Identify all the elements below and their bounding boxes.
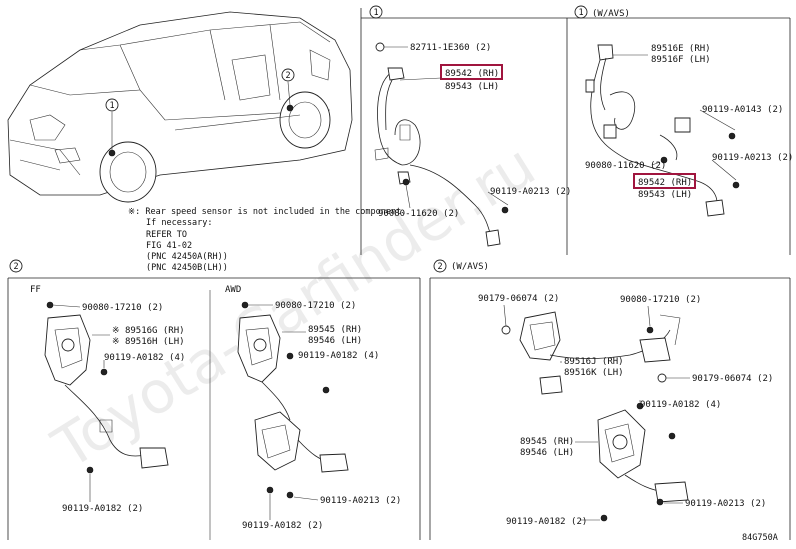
part-89516h-lh: ※ 89516H (LH) xyxy=(112,337,185,347)
section-top-right: 1 (W/AVS) 89516E (RH) 89516F (LH) 90119-… xyxy=(574,5,793,217)
section-bottom-right: 2 (W/AVS) 90179-06074 (2) 90080-17210 (2… xyxy=(433,259,778,543)
part-90119-a0182-2-awd: 90119-A0182 (2) xyxy=(242,521,323,531)
highlight-89542-rh-right xyxy=(633,173,696,189)
highlight-89542-rh xyxy=(440,64,503,80)
figure-code: 84G750A xyxy=(742,533,778,543)
part-90080-17210-awd: 90080-17210 (2) xyxy=(275,301,356,311)
section-frames xyxy=(7,8,791,540)
part-90119-a0182-2-ff: 90119-A0182 (2) xyxy=(62,504,143,514)
tag-bottom-right: (W/AVS) xyxy=(451,262,489,272)
note-line-6: (PNC 42450B(LH)) xyxy=(146,263,228,273)
part-89543-lh: 89543 (LH) xyxy=(445,82,499,92)
tag-ff: FF xyxy=(30,285,41,295)
callout-top-mid: 1 xyxy=(374,8,379,18)
note-line-3: REFER TO xyxy=(146,230,187,240)
section-bottom-left: 2 FF AWD 90080-17210 (2) ※ 89516G (RH) ※… xyxy=(9,259,401,531)
part-90119-a0182-4-ff: 90119-A0182 (4) xyxy=(104,353,185,363)
note-line-4: FIG 41-02 xyxy=(146,241,192,251)
part-89516j-rh: 89516J (RH) xyxy=(564,357,624,367)
section-top-mid: 1 82711-1E360 (2) 89542 (RH) 89543 (LH) … xyxy=(369,5,571,247)
part-89516e-rh: 89516E (RH) xyxy=(651,44,711,54)
part-89542-rh: 89542 (RH) xyxy=(445,69,499,79)
part-90119-a0182-4-awd: 90119-A0182 (4) xyxy=(298,351,379,361)
part-90080-11620-right: 90080-11620 (2) xyxy=(585,161,666,171)
vehicle-illustration: 1 2 xyxy=(7,11,353,203)
part-89546-lh-avs: 89546 (LH) xyxy=(520,448,574,458)
note-line-5: (PNC 42450A(RH)) xyxy=(146,252,228,262)
part-90080-17210-avs: 90080-17210 (2) xyxy=(620,295,701,305)
part-89545-rh-awd: 89545 (RH) xyxy=(308,325,362,335)
callout-circle-car-2 xyxy=(281,68,295,82)
part-90179-06074-top: 90179-06074 (2) xyxy=(478,294,559,304)
part-90119-a0182-4-avs: 90119-A0182 (4) xyxy=(640,400,721,410)
part-90080-11620-top: 90080-11620 (2) xyxy=(378,209,459,219)
callout-bottom-left: 2 xyxy=(14,262,19,272)
part-82711-1e360: 82711-1E360 (2) xyxy=(410,43,491,53)
part-89516g-rh: ※ 89516G (RH) xyxy=(112,326,185,336)
part-90179-06074-right: 90179-06074 (2) xyxy=(692,374,773,384)
part-89546-lh-awd: 89546 (LH) xyxy=(308,336,362,346)
part-90119-a0213-right: 90119-A0213 (2) xyxy=(712,153,793,163)
notes-block: ※: Rear speed sensor is not included in … xyxy=(128,207,406,273)
callout-circle-car-1 xyxy=(105,98,119,112)
part-89542-rh-right: 89542 (RH) xyxy=(638,178,692,188)
note-line-2: If necessary: xyxy=(146,218,213,228)
part-89543-lh-right: 89543 (LH) xyxy=(638,190,692,200)
part-90119-a0213-avs: 90119-A0213 (2) xyxy=(685,499,766,509)
part-90080-17210-ff: 90080-17210 (2) xyxy=(82,303,163,313)
part-89545-rh-avs: 89545 (RH) xyxy=(520,437,574,447)
callout-car-2: 2 xyxy=(286,71,291,81)
callout-bottom-right: 2 xyxy=(438,262,443,272)
part-90119-a0182-2-avs: 90119-A0182 (2) xyxy=(506,517,587,527)
callout-top-right: 1 xyxy=(579,8,584,18)
note-line-1: ※: Rear speed sensor is not included in … xyxy=(128,207,406,217)
clip-icon xyxy=(375,42,385,52)
part-89516k-lh: 89516K (LH) xyxy=(564,368,624,378)
part-90119-a0213-top-mid: 90119-A0213 (2) xyxy=(490,187,571,197)
callout-car-1: 1 xyxy=(110,101,115,111)
part-89516f-lh: 89516F (LH) xyxy=(651,55,711,65)
part-90119-a0213-awd: 90119-A0213 (2) xyxy=(320,496,401,506)
tag-top-right: (W/AVS) xyxy=(592,9,630,19)
part-90119-a0143: 90119-A0143 (2) xyxy=(702,105,783,115)
tag-awd: AWD xyxy=(225,285,241,295)
